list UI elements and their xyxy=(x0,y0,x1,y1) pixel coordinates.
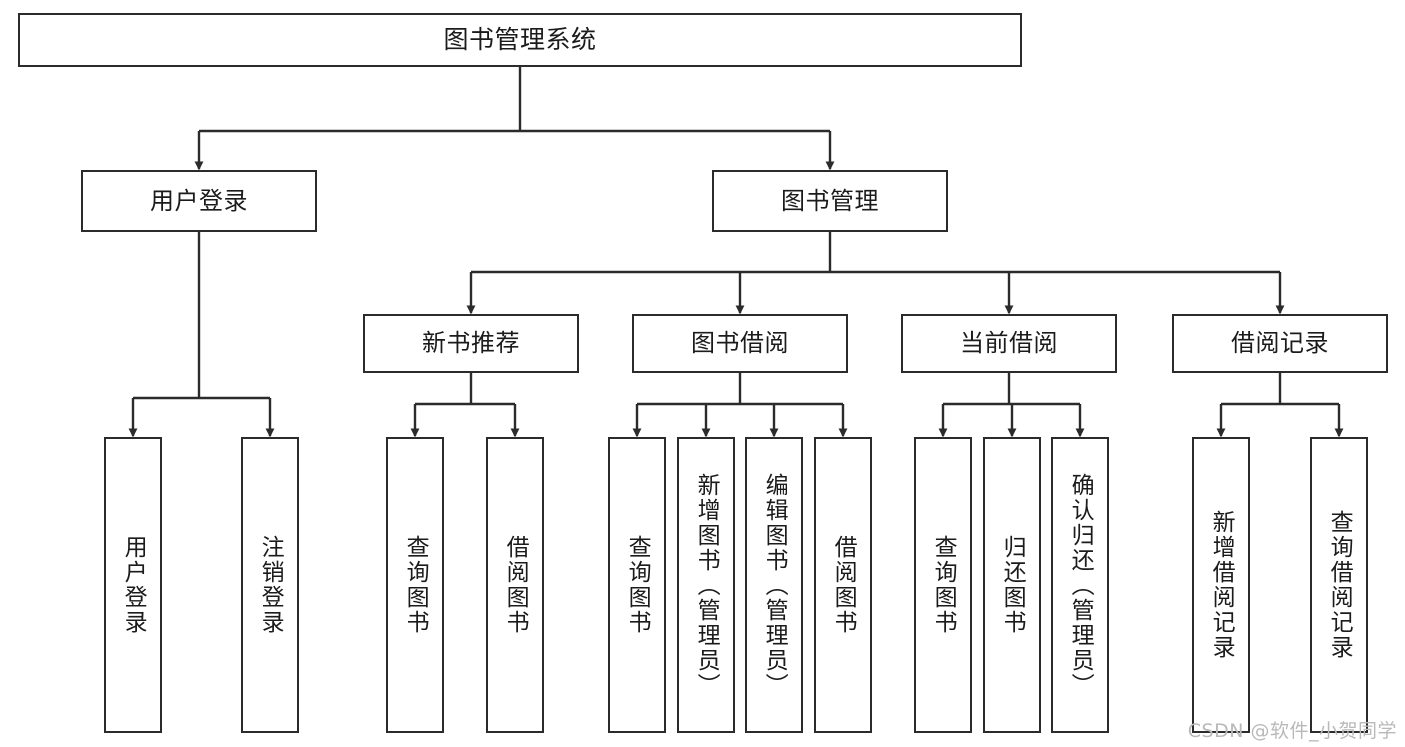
node-label: 借阅图书 xyxy=(830,535,857,635)
node-newbook[interactable]: 新书推荐 xyxy=(363,314,579,373)
node-label: 新增图书（管理员） xyxy=(693,472,720,698)
node-label: 当前借阅 xyxy=(960,329,1058,358)
node-borrow[interactable]: 图书借阅 xyxy=(632,314,848,373)
node-login[interactable]: 用户登录 xyxy=(81,170,317,232)
node-label: 图书管理 xyxy=(781,186,879,215)
node-newbook-2[interactable]: 借阅图书 xyxy=(486,437,544,733)
node-label: 查询图书 xyxy=(624,535,651,635)
node-label: 新增借阅记录 xyxy=(1208,510,1235,660)
node-label: 编辑图书（管理员） xyxy=(761,472,788,698)
node-label: 注销登录 xyxy=(257,535,284,635)
node-bookmgmt[interactable]: 图书管理 xyxy=(712,170,948,232)
node-login-1[interactable]: 用户登录 xyxy=(104,437,162,733)
node-records[interactable]: 借阅记录 xyxy=(1172,314,1388,373)
node-current-1[interactable]: 查询图书 xyxy=(914,437,972,733)
node-label: 查询借阅记录 xyxy=(1326,510,1353,660)
node-label: 新书推荐 xyxy=(422,329,520,358)
node-current-3[interactable]: 确认归还（管理员） xyxy=(1051,437,1109,733)
node-label: 借阅记录 xyxy=(1231,329,1329,358)
node-borrow-3[interactable]: 编辑图书（管理员） xyxy=(745,437,803,733)
watermark-credit: CSDN @软件_小贺同学 xyxy=(1187,720,1397,742)
node-root[interactable]: 图书管理系统 xyxy=(18,13,1022,67)
node-label: 用户登录 xyxy=(150,186,248,215)
node-borrow-2[interactable]: 新增图书（管理员） xyxy=(677,437,735,733)
node-label: 图书管理系统 xyxy=(443,25,597,55)
node-borrow-1[interactable]: 查询图书 xyxy=(608,437,666,733)
edge-group xyxy=(128,67,1344,438)
node-login-2[interactable]: 注销登录 xyxy=(241,437,299,733)
node-label: 确认归还（管理员） xyxy=(1067,472,1094,698)
node-label: 归还图书 xyxy=(999,535,1026,635)
node-label: 图书借阅 xyxy=(691,329,789,358)
node-label: 查询图书 xyxy=(402,535,429,635)
node-current[interactable]: 当前借阅 xyxy=(901,314,1117,373)
node-label: 查询图书 xyxy=(930,535,957,635)
node-borrow-4[interactable]: 借阅图书 xyxy=(814,437,872,733)
node-current-2[interactable]: 归还图书 xyxy=(983,437,1041,733)
node-label: 用户登录 xyxy=(120,535,147,635)
node-label: 借阅图书 xyxy=(502,535,529,635)
node-records-1[interactable]: 新增借阅记录 xyxy=(1192,437,1250,733)
node-newbook-1[interactable]: 查询图书 xyxy=(386,437,444,733)
node-records-2[interactable]: 查询借阅记录 xyxy=(1310,437,1368,733)
